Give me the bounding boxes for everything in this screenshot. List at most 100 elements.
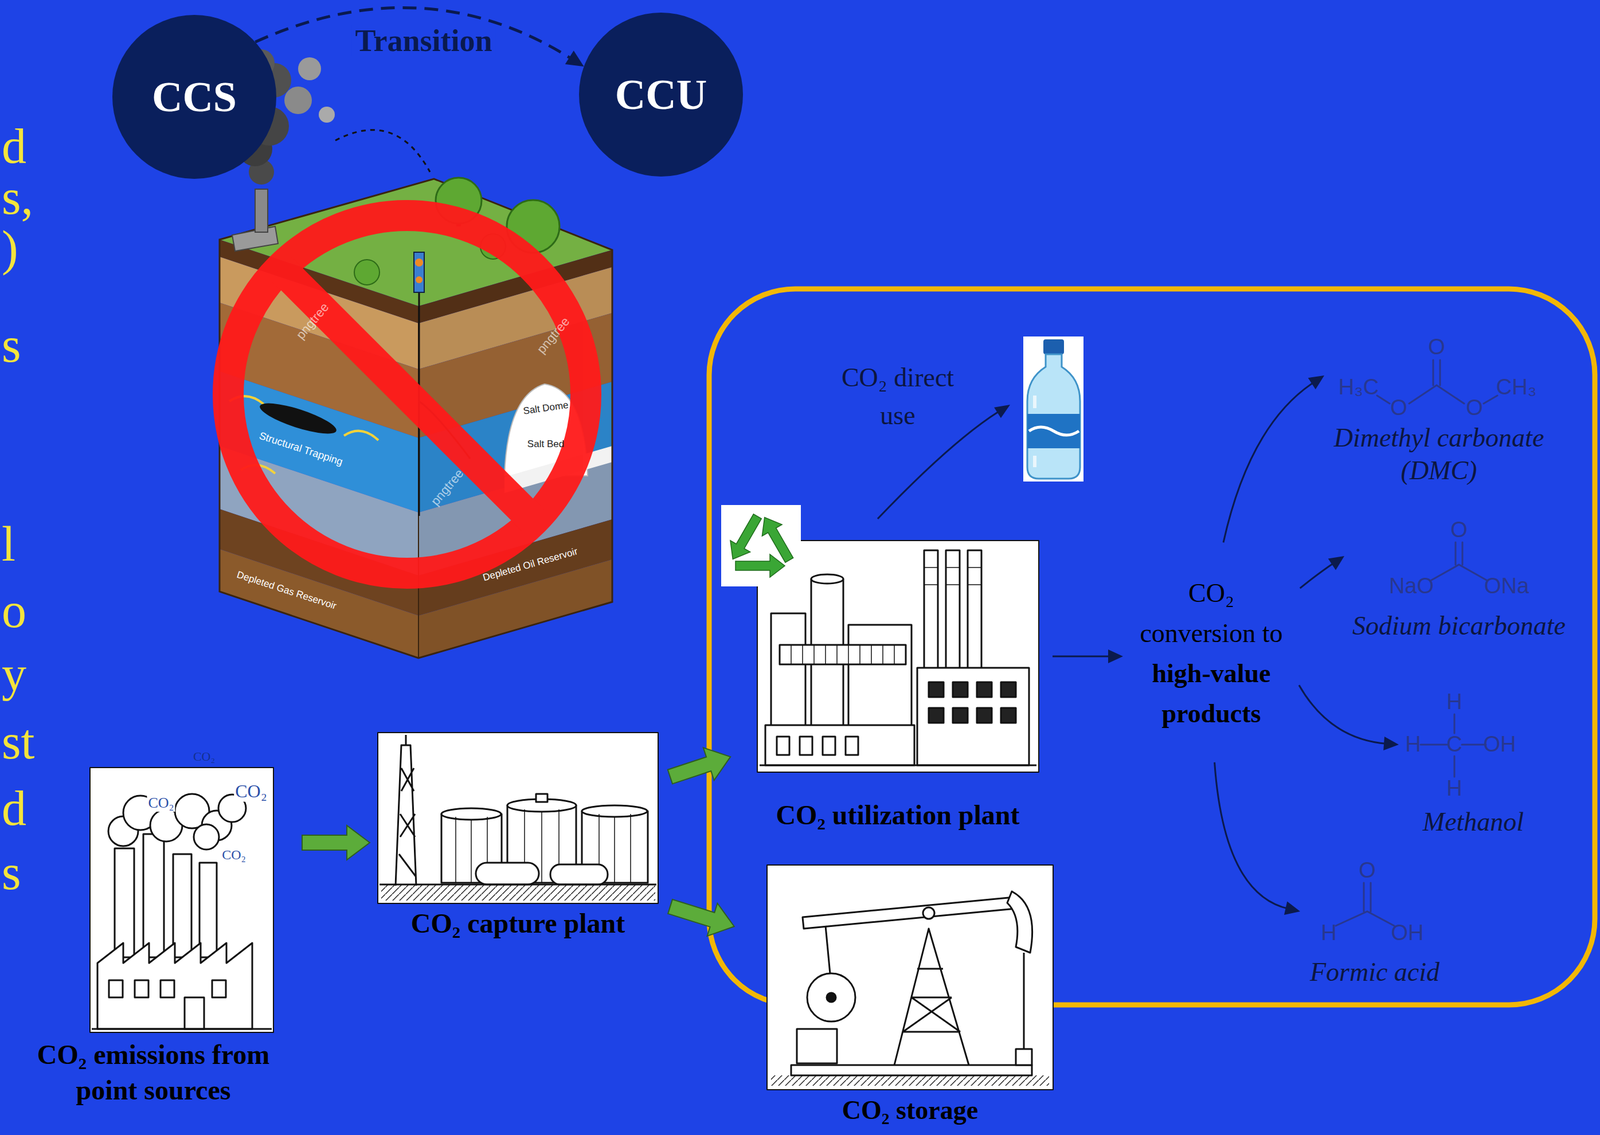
geology-block xyxy=(415,258,424,267)
utilization-plant-sketch xyxy=(928,707,944,723)
picture-area xyxy=(767,865,1054,1095)
bottle-icon xyxy=(1027,354,1081,479)
cropped-text: d xyxy=(1,780,27,837)
atom-label: O xyxy=(1465,395,1484,421)
utilization-plant-sketch xyxy=(976,682,992,698)
dashed-connector xyxy=(255,7,573,60)
utilization-plant-sketch xyxy=(779,644,906,665)
utilization-plant-sketch xyxy=(1000,682,1016,698)
process-text: CO₂ conversion to xyxy=(1136,573,1287,654)
co2-label: CO₂ xyxy=(233,780,269,803)
capture-plant-sketch xyxy=(536,793,548,803)
co2-label: CO₂ xyxy=(193,749,215,764)
atom-label: H xyxy=(1320,920,1337,946)
geology-block xyxy=(219,130,613,659)
utilization-plant-sketch xyxy=(976,707,992,723)
cropped-text: o xyxy=(1,582,27,640)
atom-label: O xyxy=(1450,517,1468,543)
pump-jack-sketch xyxy=(767,865,1054,1090)
block-arrow xyxy=(667,899,735,937)
connector-line xyxy=(1052,655,1111,658)
recycle-icon xyxy=(722,510,768,565)
capture-plant-sketch xyxy=(441,808,502,820)
chemical-structure-bonds xyxy=(1420,714,1486,777)
emission-factory-sketch xyxy=(108,980,123,998)
emission-factory-sketch xyxy=(173,854,192,958)
atom-label: H xyxy=(1446,776,1462,802)
prohibition-sign xyxy=(228,215,586,574)
atom-label: CH₃ xyxy=(1496,374,1537,401)
emission-factory-sketch xyxy=(212,980,226,998)
connector-line xyxy=(1299,685,1387,744)
chemical-structure-bonds xyxy=(1335,882,1395,926)
circle-label: CCS xyxy=(151,75,237,119)
geology-block xyxy=(354,259,380,285)
emission-factory-sketch xyxy=(184,997,205,1030)
emission-factory-sketch xyxy=(193,824,219,850)
utilization-plant-sketch xyxy=(945,550,960,671)
smoke-plume xyxy=(284,86,312,115)
bottle-icon xyxy=(1043,339,1064,355)
connector xyxy=(255,7,584,67)
cropped-text: st xyxy=(1,713,35,771)
utilization-plant: CO₂ utilization plant xyxy=(742,540,1053,833)
connector-line xyxy=(1300,562,1335,589)
arrowhead xyxy=(565,50,585,67)
utilization-plant-sketch xyxy=(845,736,859,755)
geology-block xyxy=(415,276,423,284)
picture-area xyxy=(377,732,659,906)
recycle-icon xyxy=(721,505,801,587)
direct-use-arrow xyxy=(994,404,1011,418)
smoke-plume xyxy=(318,106,335,123)
pump-jack-sketch xyxy=(796,1029,837,1064)
connector xyxy=(667,747,731,784)
prohibition-sign xyxy=(280,268,534,521)
connector-line xyxy=(1223,381,1315,543)
smoke-plume xyxy=(298,57,322,81)
caption: CO₂ capture plant xyxy=(377,905,659,942)
caption: CO₂ utilization plant xyxy=(742,797,1053,833)
pump-jack-sketch xyxy=(1007,891,1033,953)
chemical-structure-bonds xyxy=(1431,542,1487,581)
emission-factory-sketch xyxy=(160,980,175,998)
bottle-icon xyxy=(1023,336,1084,482)
block-arrow xyxy=(667,747,731,784)
product-name: Formic acid xyxy=(1300,955,1450,989)
utilization-plant-sketch xyxy=(952,707,968,723)
capture-plant-sketch xyxy=(581,805,648,817)
utilization-plant-sketch xyxy=(848,624,912,729)
pump-jack-sketch xyxy=(802,897,1016,929)
atom-label: ONa xyxy=(1484,573,1529,600)
pump-jack-sketch xyxy=(791,1065,1032,1076)
caption: CO₂ emissions from point sources xyxy=(22,1037,284,1109)
cropped-text: ) xyxy=(1,220,19,277)
atom-label: H xyxy=(1446,689,1462,715)
cropped-text: s xyxy=(1,317,21,374)
emission-factory-sketch xyxy=(97,943,253,1030)
capture-plant-sketch xyxy=(381,884,656,901)
arrowhead xyxy=(1328,556,1345,570)
product-name: Methanol xyxy=(1398,805,1548,839)
arrowhead xyxy=(1383,736,1399,751)
layer-label: Salt Bed xyxy=(527,438,565,451)
pump-jack-sketch xyxy=(1023,952,1026,1050)
pump-jack-sketch xyxy=(1015,1049,1032,1066)
utilization-plant-sketch xyxy=(928,682,944,698)
emission-factory-sketch xyxy=(114,848,135,958)
connector xyxy=(1214,762,1301,915)
atom-label: O xyxy=(1428,334,1446,361)
emission-source: CO₂ emissions from point sources xyxy=(22,767,284,1109)
storage-site: CO₂ storage xyxy=(767,865,1054,1126)
utilization-plant-sketch xyxy=(924,567,982,585)
bottle-icon xyxy=(1033,395,1037,468)
utilization-plant-sketch xyxy=(799,736,813,755)
connector xyxy=(302,825,370,860)
pump-jack-sketch xyxy=(894,928,969,1066)
recycle-icon xyxy=(722,510,800,578)
capture-plant-sketch xyxy=(379,883,657,886)
utilization-plant-sketch xyxy=(811,574,844,584)
capture-plant-sketch xyxy=(550,864,608,885)
capture-plant: CO₂ capture plant xyxy=(377,732,659,942)
connector xyxy=(1052,649,1124,664)
atom-label: C xyxy=(1446,732,1462,758)
